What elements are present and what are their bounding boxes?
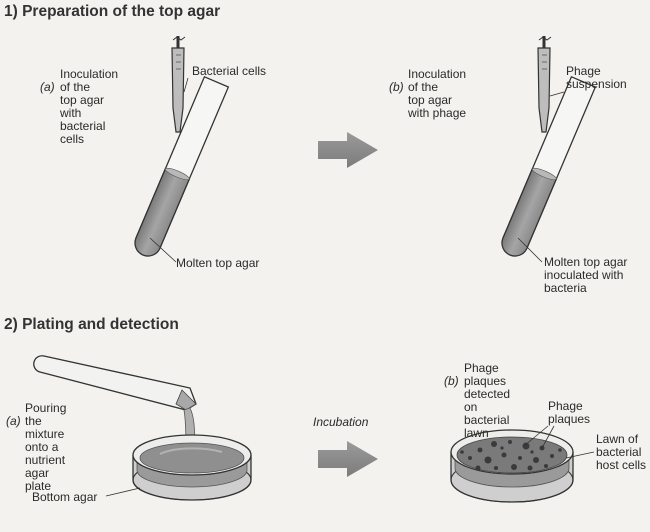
pipette-a xyxy=(171,36,186,133)
label-2b-plaques: (b) Phage plaques detected on bacterial … xyxy=(444,362,510,440)
label-1b-text: Inoculation of the top agar with phage xyxy=(408,67,467,120)
section-1-title: 1) Preparation of the top agar xyxy=(4,3,221,20)
label-lawn: Lawn of bacterial host cells xyxy=(596,432,647,472)
petri-dish-b xyxy=(450,429,574,503)
test-tube-a xyxy=(134,75,230,257)
label-1b-prefix: (b) xyxy=(389,80,404,94)
leader-bottom-agar xyxy=(105,487,141,497)
label-2a-pouring: (a) Pouring the mixture onto a nutrient … xyxy=(6,402,66,493)
label-1b-inoculation: (b) Inoculation of the top agar with pha… xyxy=(389,68,466,120)
label-1a-prefix: (a) xyxy=(40,80,55,94)
label-2b-text: Phage plaques detected on bacterial lawn xyxy=(464,361,511,440)
label-bottom-agar: Bottom agar xyxy=(32,490,98,504)
label-1a-text: Inoculation of the top agar with bacteri… xyxy=(60,67,119,146)
label-1a-inoculation: (a) Inoculation of the top agar with bac… xyxy=(40,68,118,146)
leader-phage-suspension xyxy=(549,91,565,97)
label-phage-suspension: Phage suspension xyxy=(566,64,627,91)
leader-lawn xyxy=(565,451,595,459)
petri-dish-a xyxy=(132,434,252,501)
label-incubation: Incubation xyxy=(313,415,369,429)
test-tube-b xyxy=(501,75,597,257)
leader-plaques-2 xyxy=(541,425,555,449)
label-bacterial-cells: Bacterial cells xyxy=(192,64,267,78)
label-phage-plaques: Phage plaques xyxy=(548,399,591,426)
pipette-b xyxy=(537,36,552,133)
label-2a-text: Pouring the mixture onto a nutrient agar… xyxy=(25,401,67,493)
leader-molten-inoculated xyxy=(517,237,543,263)
label-2b-prefix: (b) xyxy=(444,374,459,388)
section-2-title: 2) Plating and detection xyxy=(4,316,179,333)
phage-plaques-dots xyxy=(460,440,562,471)
label-molten-top-agar: Molten top agar xyxy=(176,256,260,270)
label-molten-inoculated: Molten top agar inoculated with bacteria xyxy=(544,255,628,295)
leader-bacterial-cells xyxy=(183,77,189,93)
label-2a-prefix: (a) xyxy=(6,414,21,428)
arrow-2 xyxy=(318,441,378,477)
leader-plaques-1 xyxy=(523,425,549,447)
leader-molten-top-agar xyxy=(149,237,177,263)
arrow-1 xyxy=(318,132,378,168)
pouring-tube xyxy=(33,355,197,411)
